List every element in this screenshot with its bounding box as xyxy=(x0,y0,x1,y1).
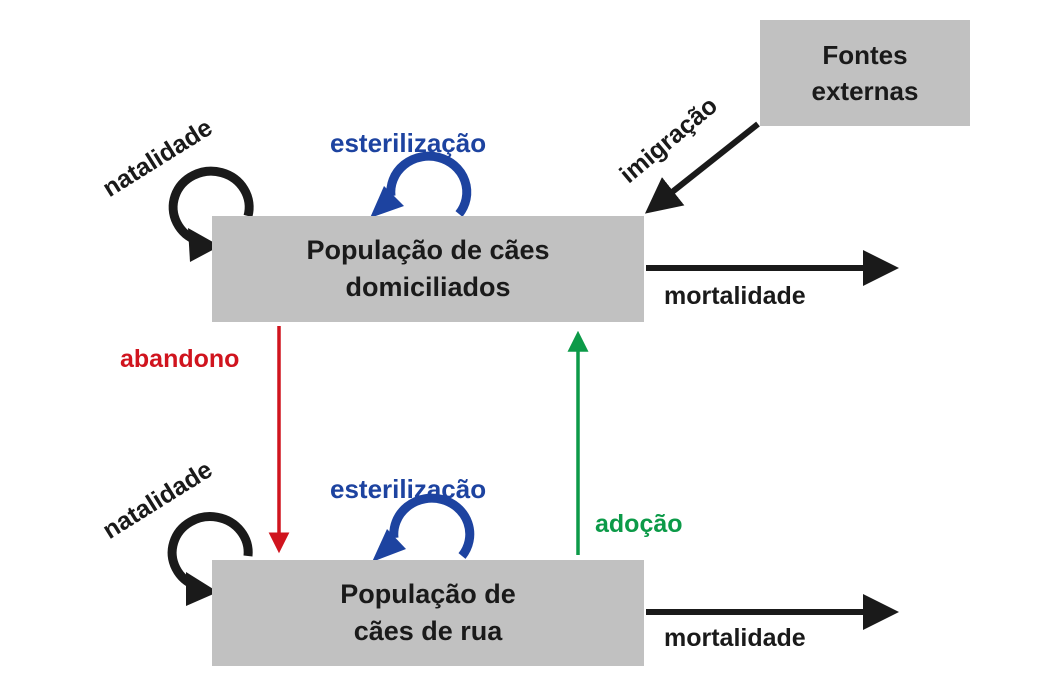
external-sources-line1: Fontes xyxy=(822,40,908,70)
domestic-population-line2: domiciliados xyxy=(345,272,511,302)
street-population-line1: População de xyxy=(340,579,516,609)
birth-loop-top xyxy=(168,166,254,262)
adoption-label: adoção xyxy=(595,510,683,538)
sterilization-label-top: esterilização xyxy=(330,128,487,158)
external-sources-box: Fontes externas xyxy=(760,20,970,126)
mortality-label-top: mortalidade xyxy=(664,282,806,310)
domestic-population-box: População de cães domiciliados xyxy=(212,216,644,322)
external-sources-line2: externas xyxy=(811,76,919,106)
domestic-population-line1: População de cães xyxy=(306,235,550,265)
abandonment-label: abandono xyxy=(120,345,240,373)
mortality-label-bottom: mortalidade xyxy=(664,624,806,652)
sterilization-label-bottom: esterilização xyxy=(330,474,487,504)
immigration-arrow xyxy=(644,121,760,214)
sterilization-loop-top xyxy=(370,151,472,218)
street-population-line2: cães de rua xyxy=(353,616,503,646)
birth-loop-bottom xyxy=(167,512,253,606)
sterilization-loop-bottom xyxy=(372,493,475,562)
street-population-box: População de cães de rua xyxy=(212,560,644,666)
